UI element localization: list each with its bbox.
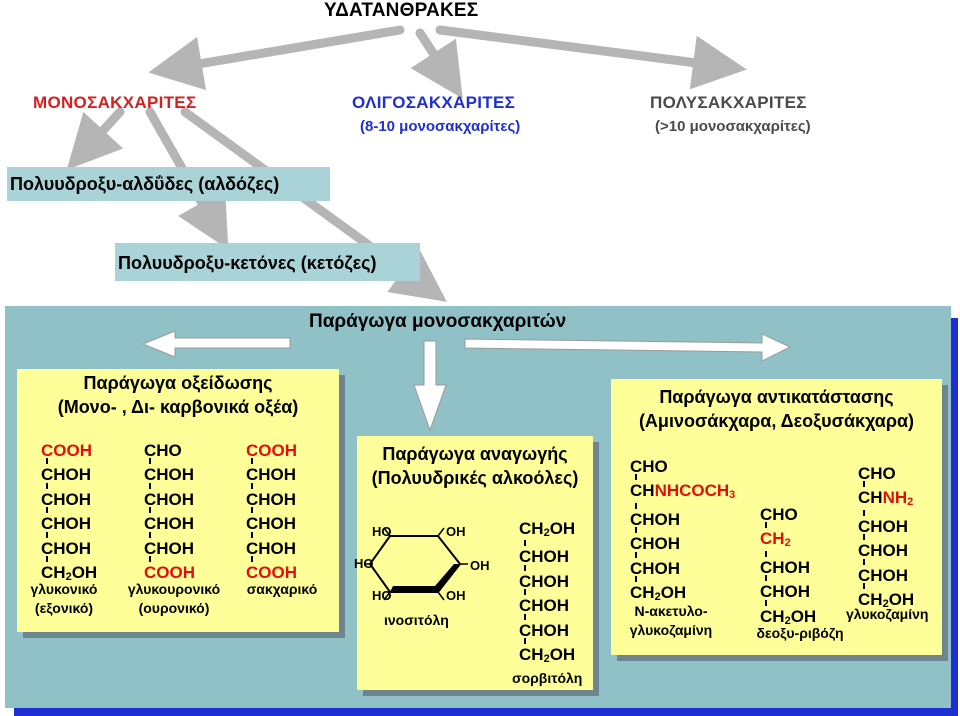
substitution-box: Παράγωγα αντικατάστασης (Αμινοσάκχαρα, Δ… xyxy=(611,379,942,655)
sorbitol-line-6: CH2OH xyxy=(519,637,575,671)
glucuronic-line-5: CHOH xyxy=(144,531,195,561)
arrow-to-mono xyxy=(148,25,405,91)
saccharic-caption: σακχαρικό xyxy=(246,581,318,597)
gln-line-4: CHOH xyxy=(858,534,914,563)
sorbitol-line-3: CHOH xyxy=(519,564,575,594)
nag-name-2: γλυκοζαμίνη xyxy=(629,622,713,638)
saccharic-line-6: COOH xyxy=(246,555,297,585)
arrow-to-oligo xyxy=(410,28,463,99)
gluconic-line-2: CHOH xyxy=(41,458,97,487)
oxidation-heading: Παράγωγα οξείδωσης xyxy=(83,373,273,393)
glucuronic-line-2: CHOH xyxy=(144,458,195,487)
gluconic-line-1: COOH xyxy=(41,441,92,460)
saccharic-line-1: COOH xyxy=(246,441,297,460)
gluconic-alt-name: (εξονικό) xyxy=(34,600,94,616)
nag-line-3: CHOH xyxy=(630,502,735,532)
gluconic-line-6: CH2OH xyxy=(41,555,97,589)
ketoses-box: Πολυυδροξυ-κετόνες (κετόζες) xyxy=(115,243,420,281)
gln-line-5: CHOH xyxy=(858,558,914,588)
nag-line-6: CH2OH xyxy=(630,575,735,609)
glucuronic-line-1: CHO xyxy=(144,441,182,460)
arrow-to-oxidation xyxy=(141,330,291,358)
nag-line-1: CHO xyxy=(630,457,668,476)
inositol-ring xyxy=(364,527,468,601)
gluconic-name: γλυκονικό xyxy=(30,581,98,597)
panel-shadow-bottom xyxy=(14,708,958,716)
oligosaccharides-heading: ΟΛΙΓΟΣΑΚΧΑΡΙΤΕΣ xyxy=(352,93,516,112)
reduction-box: Παράγωγα αναγωγής (Πολυυδρικές αλκοόλες) xyxy=(357,436,593,690)
deoxyribose-caption: δεοξυ-ριβόζη xyxy=(756,625,844,641)
inositol-caption: ινοσιτόλη xyxy=(384,612,449,628)
sorbitol-line-2: CHOH xyxy=(519,540,575,569)
saccharic-line-5: CHOH xyxy=(246,531,297,561)
ring-oh-2: OH xyxy=(446,524,466,539)
deoxy-line-4: CHOH xyxy=(760,575,816,604)
oxidation-box: Παράγωγα οξείδωσης (Μονο- , Δι- καρβονικ… xyxy=(17,369,339,632)
gln-line-3: CHOH xyxy=(858,509,914,539)
glucuronic-line-3: CHOH xyxy=(144,482,195,512)
polysaccharides-heading: ΠΟΛΥΣΑΚΧΑΡΙΤΕΣ xyxy=(650,93,807,112)
gluconic-line-3: CHOH xyxy=(41,482,97,512)
glucuronic-alt-name: (ουρονικό) xyxy=(138,600,210,616)
reduction-heading: Παράγωγα αναγωγής xyxy=(382,444,568,464)
deoxy-line-3: CHOH xyxy=(760,550,816,580)
oligosaccharides-subtitle: (8-10 μονοσακχαρίτες) xyxy=(360,118,521,135)
saccharic-line-3: CHOH xyxy=(246,482,297,512)
glucuronic-acid-structure: CHO CHOH CHOH CHOH CHOH COOH xyxy=(144,439,195,585)
nag-line-2: CHNHCOCH3 xyxy=(630,474,735,507)
saccharic-line-2: CHOH xyxy=(246,458,297,487)
ring-oh-1: HO xyxy=(372,524,392,539)
substitution-subheading: (Αμινοσάκχαρα, Δεοξυσάκχαρα) xyxy=(638,411,915,431)
gluconic-caption: γλυκονικό (εξονικό) xyxy=(20,580,108,618)
panel-shadow-right xyxy=(951,318,958,716)
glucosamine-structure: CHO CHNH2 CHOH CHOH CHOH CH2OH xyxy=(858,462,914,616)
oxidation-subheading: (Μονο- , Δι- καρβονικά οξέα) xyxy=(57,397,299,417)
monosaccharides-heading: ΜΟΝΟΣΑΚΧΑΡΙΤΕΣ xyxy=(33,93,197,112)
gln-line-1: CHO xyxy=(858,464,896,483)
deoxyribose-structure: CHO CH2 CHOH CHOH CH2OH xyxy=(760,503,816,633)
sorbitol-line-1: CH2OH xyxy=(519,519,576,539)
gluconic-acid-structure: COOH CHOH CHOH CHOH CHOH CH2OH xyxy=(41,439,97,589)
glucuronic-name: γλυκουρονικό xyxy=(127,581,221,597)
aldoses-box: Πολυυδροξυ-αλδΰδες (αλδόζες) xyxy=(7,167,330,201)
gln-line-6: CH2OH xyxy=(858,582,914,616)
polysaccharides-subtitle: (>10 μονοσακχαρίτες) xyxy=(655,118,811,135)
glucuronic-caption: γλυκουρονικό (ουρονικό) xyxy=(112,580,236,618)
glucosamine-caption: γλυκοζαμίνη xyxy=(846,606,929,622)
deoxy-line-2: CH2 xyxy=(760,522,816,555)
arrow-to-poly xyxy=(435,25,747,90)
gluconic-line-4: CHOH xyxy=(41,507,97,536)
reduction-subheading: (Πολυυδρικές αλκοόλες) xyxy=(371,468,579,488)
saccharic-acid-structure: COOH CHOH CHOH CHOH CHOH COOH xyxy=(246,439,297,585)
sorbitol-structure: CH2OH CHOH CHOH CHOH CHOH CH2OH xyxy=(519,517,575,671)
nag-line-4: CHOH xyxy=(630,527,735,556)
ring-oh-4: OH xyxy=(470,558,490,573)
glucuronic-line-6: COOH xyxy=(144,555,195,585)
ring-oh-6: OH xyxy=(446,588,466,603)
n-acetylglucosamine-structure: CHO CHNHCOCH3 CHOH CHOH CHOH CH2OH xyxy=(630,455,735,609)
arrow-to-substitution xyxy=(464,333,792,362)
saccharic-line-4: CHOH xyxy=(246,507,297,536)
deoxy-line-5: CH2OH xyxy=(760,599,816,633)
substitution-heading: Παράγωγα αντικατάστασης xyxy=(659,387,894,407)
arrow-to-aldoses xyxy=(66,107,125,170)
arrow-to-reduction xyxy=(413,340,447,432)
nag-caption: N-ακετυλο- γλυκοζαμίνη xyxy=(620,602,722,640)
deoxy-line-1: CHO xyxy=(760,505,798,524)
nag-name-1: N-ακετυλο- xyxy=(634,603,708,619)
ring-oh-3: HO xyxy=(354,556,374,571)
gluconic-line-5: CHOH xyxy=(41,531,97,561)
derivatives-title: Παράγωγα μονοσακχαριτών xyxy=(309,311,567,332)
nag-line-5: CHOH xyxy=(630,551,735,581)
sorbitol-line-4: CHOH xyxy=(519,589,575,618)
sorbitol-line-5: CHOH xyxy=(519,613,575,643)
ring-oh-5: HO xyxy=(372,588,392,603)
glucuronic-line-4: CHOH xyxy=(144,507,195,536)
sorbitol-caption: σορβιτόλη xyxy=(512,670,583,686)
gln-line-2: CHNH2 xyxy=(858,481,914,514)
carbohydrates-title: ΥΔΑΤΑΝΘΡΑΚΕΣ xyxy=(324,0,479,21)
